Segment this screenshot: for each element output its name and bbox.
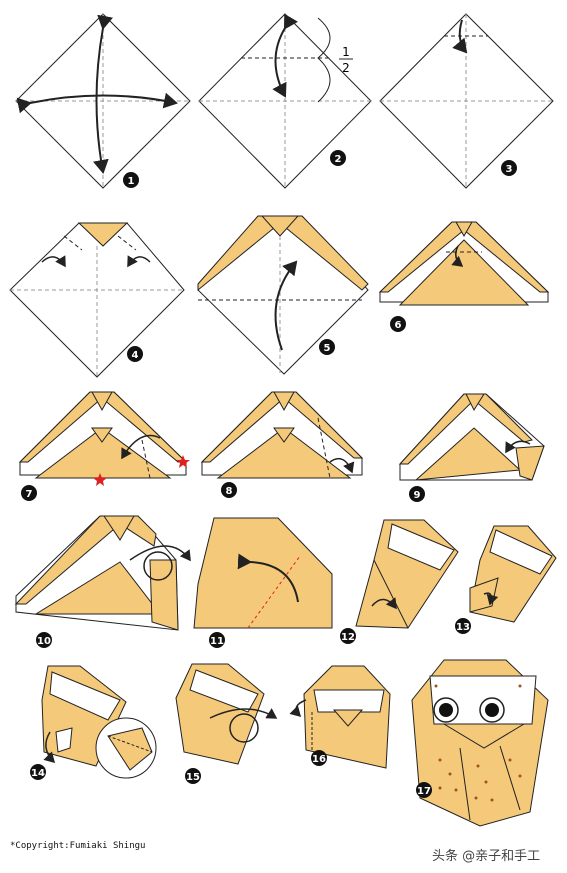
step-8-diagram — [200, 391, 364, 479]
step-1-number: 1 — [123, 172, 139, 188]
step-12-diagram — [355, 519, 459, 629]
step-11-diagram — [193, 517, 333, 629]
svg-text:4: 4 — [132, 350, 139, 361]
step-4-number: 4 — [127, 346, 143, 362]
svg-text:8: 8 — [226, 486, 233, 497]
svg-text:10: 10 — [37, 636, 51, 647]
step-17-number: 17 — [416, 782, 432, 798]
step-6-diagram — [378, 221, 550, 306]
step-10-number: 10 — [36, 632, 52, 648]
step-5-number: 5 — [319, 339, 335, 355]
star-mark-left — [93, 473, 107, 486]
svg-text:2: 2 — [342, 61, 350, 75]
step-2-diagram — [198, 13, 372, 189]
watermark-text: 头条 @亲子和手工 — [432, 849, 541, 864]
step-8-number: 8 — [221, 482, 237, 498]
step-14-number: 14 — [30, 764, 46, 780]
step-7-number: 7 — [21, 485, 37, 501]
star-mark-right — [176, 455, 190, 468]
svg-text:13: 13 — [456, 622, 470, 633]
svg-text:15: 15 — [186, 772, 200, 783]
owl-left-eye — [433, 697, 459, 723]
owl-right-eye — [479, 697, 505, 723]
step-16-number: 16 — [311, 750, 327, 766]
svg-text:2: 2 — [335, 154, 342, 165]
step-4-diagram — [9, 222, 185, 378]
owl-feather-dots — [434, 684, 522, 802]
svg-text:17: 17 — [417, 786, 431, 797]
step-1-diagram — [15, 13, 191, 189]
step-6-number: 6 — [390, 316, 406, 332]
step-14-inset-circle — [95, 717, 157, 779]
step-7-diagram — [18, 391, 188, 479]
svg-text:3: 3 — [506, 164, 513, 175]
fraction-label: 1 2 — [339, 45, 353, 75]
step-3-number: 3 — [501, 160, 517, 176]
step-9-number: 9 — [409, 486, 425, 502]
step-2-number: 2 — [330, 150, 346, 166]
step-3-diagram — [379, 13, 554, 189]
step-16-diagram — [289, 665, 391, 769]
step-5-diagram — [197, 215, 369, 375]
svg-text:12: 12 — [341, 632, 355, 643]
svg-text:9: 9 — [414, 490, 421, 501]
copyright-text: *Copyright:Fumiaki Shingu — [10, 841, 146, 851]
svg-text:16: 16 — [312, 754, 326, 765]
step-12-number: 12 — [340, 628, 356, 644]
step-15-number: 15 — [185, 768, 201, 784]
svg-text:6: 6 — [395, 320, 402, 331]
svg-text:11: 11 — [210, 636, 224, 647]
svg-text:7: 7 — [26, 489, 33, 500]
svg-text:1: 1 — [342, 45, 350, 59]
step-13-number: 13 — [455, 618, 471, 634]
svg-text:5: 5 — [324, 343, 331, 354]
step-10-diagram — [14, 515, 191, 631]
step-15-diagram — [175, 663, 278, 765]
step-11-number: 11 — [209, 632, 225, 648]
step-13-diagram — [469, 525, 557, 623]
step-9-diagram — [398, 393, 545, 481]
svg-text:1: 1 — [128, 176, 135, 187]
step-17-owl — [411, 659, 549, 827]
svg-text:14: 14 — [31, 768, 45, 779]
